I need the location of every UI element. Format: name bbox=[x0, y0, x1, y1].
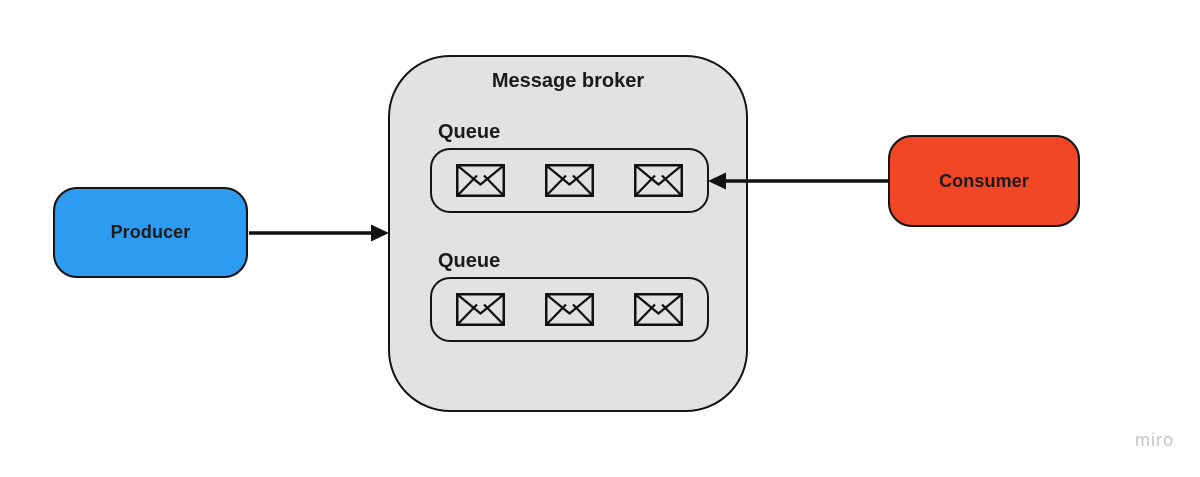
envelope-icon[interactable] bbox=[545, 293, 594, 326]
queue-1-label: Queue bbox=[438, 121, 501, 143]
envelope-icon[interactable] bbox=[456, 293, 505, 326]
queue-2-messages bbox=[456, 293, 683, 326]
producer-to-broker-arrow[interactable] bbox=[249, 224, 389, 242]
producer-node[interactable]: Producer bbox=[53, 187, 248, 278]
envelope-icon[interactable] bbox=[545, 164, 594, 197]
consumer-label: Consumer bbox=[939, 170, 1029, 191]
envelope-icon[interactable] bbox=[456, 164, 505, 197]
queue-1-box[interactable] bbox=[430, 148, 709, 213]
consumer-node[interactable]: Consumer bbox=[888, 135, 1080, 227]
queue-2-box[interactable] bbox=[430, 277, 709, 342]
producer-label: Producer bbox=[110, 222, 191, 242]
envelope-icon[interactable] bbox=[634, 293, 683, 326]
broker-title: Message broker bbox=[491, 70, 645, 92]
miro-watermark: miro bbox=[1135, 430, 1174, 450]
queue-1-messages bbox=[456, 164, 683, 197]
envelope-icon[interactable] bbox=[634, 164, 683, 197]
queue-2-label: Queue bbox=[438, 250, 501, 272]
message-broker-container[interactable]: Message broker Queue Queue bbox=[388, 55, 748, 412]
